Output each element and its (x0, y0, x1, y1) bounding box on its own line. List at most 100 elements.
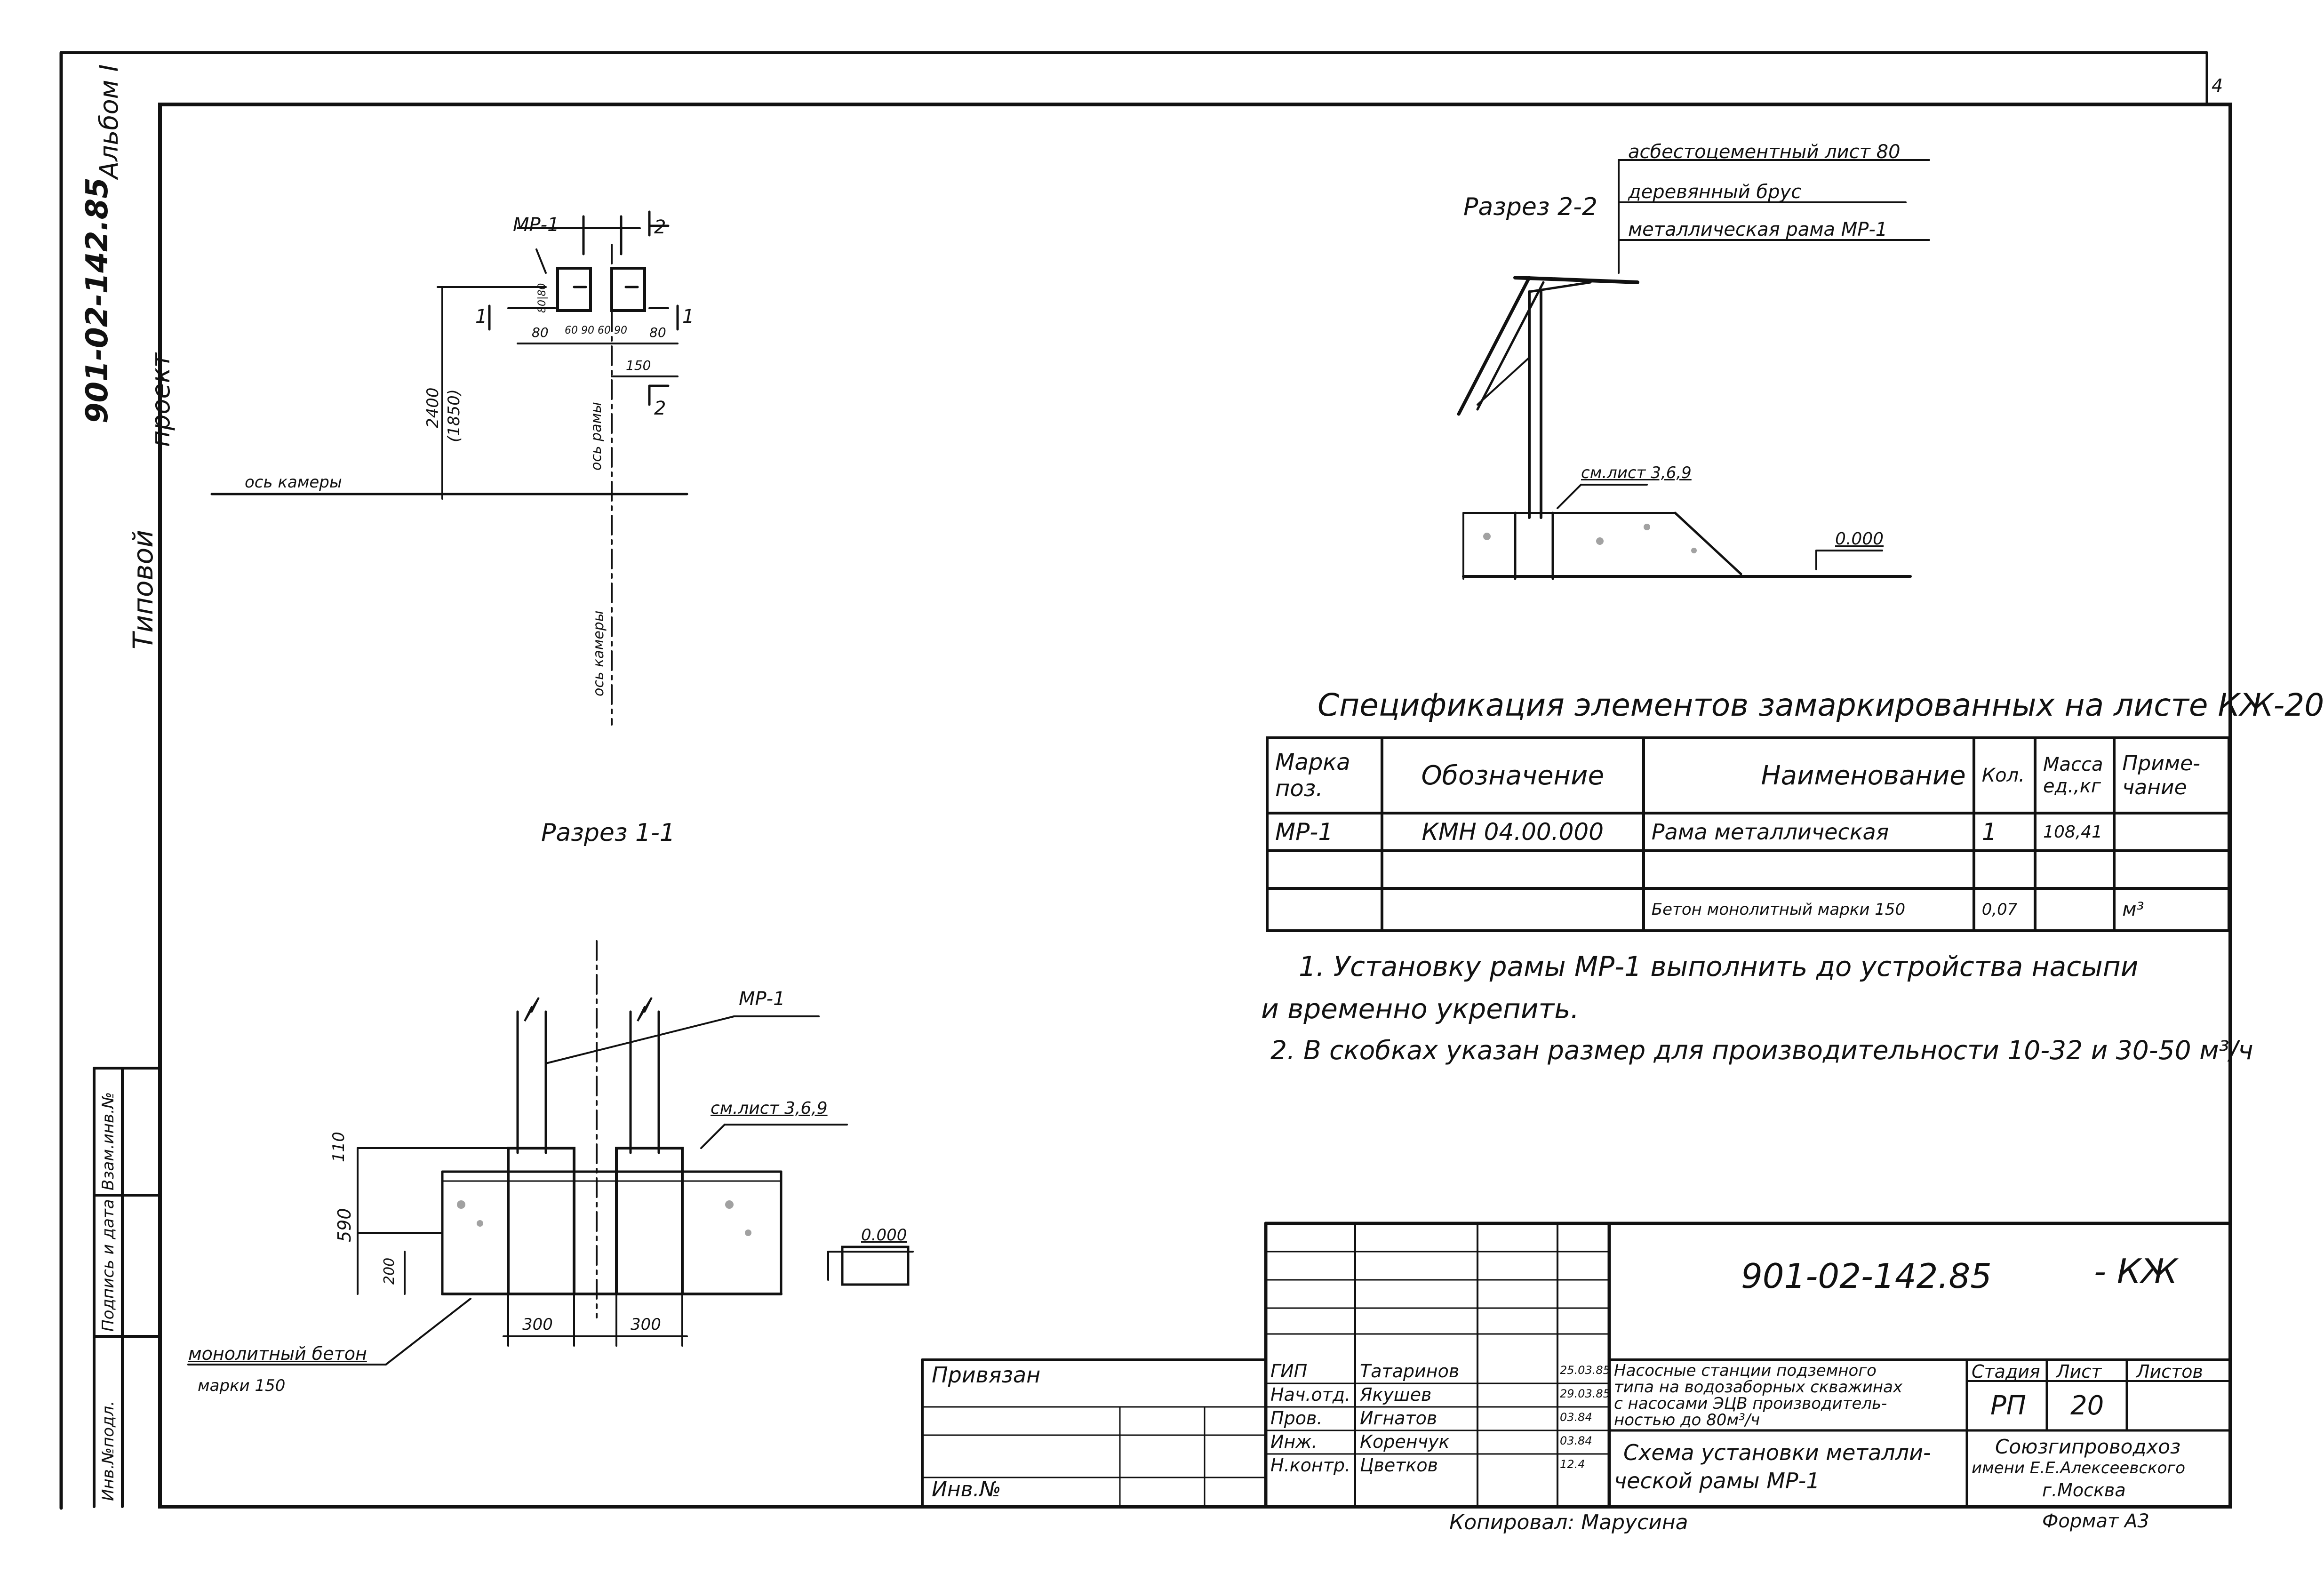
spec-row: МР-1 КМН 04.00.000 Рама металлическая 1 … (1266, 812, 2230, 852)
section-1-1-mark: МР-1 (739, 988, 785, 1010)
person-role: Н.контр. (1270, 1455, 1351, 1476)
spec-title: Спецификация элементов замаркированных н… (1318, 687, 2324, 723)
spec-table: Марка поз. Обозначение Наименование Кол.… (1266, 736, 2230, 932)
spec-cell: Бетон монолитный марки 150 (1642, 887, 1975, 932)
spec-cell: 0,07 (1972, 887, 2037, 932)
spec-cell: КМН 04.00.000 (1380, 812, 1645, 852)
format-label: Формат А3 (2042, 1510, 2149, 1532)
person-date: 12.4 (1560, 1458, 1585, 1471)
person-role: Нач.отд. (1270, 1384, 1351, 1405)
bound-label: Привязан (932, 1362, 1041, 1388)
side-stamp-project: проект (146, 353, 176, 447)
spec-cell (1380, 887, 1645, 932)
plan-dim-80-left: 80 (532, 325, 549, 340)
section-2-2-level: 0.000 (1835, 529, 1884, 549)
project-title-line: Насосные станции подземного (1614, 1361, 1877, 1380)
org-line-2: имени Е.Е.Алексеевского (1972, 1459, 2186, 1477)
section-1-1-level: 0.000 (861, 1226, 907, 1245)
inv-label: Инв.№ (932, 1477, 1001, 1501)
plan-dim-150: 150 (626, 358, 651, 373)
plan-section-1-right: 1 (682, 306, 695, 327)
section-1-1-dim-300-right: 300 (631, 1315, 661, 1334)
plan-mark: МР-1 (513, 214, 559, 236)
spec-cell (1266, 887, 1383, 932)
person-name: Игнатов (1360, 1408, 1438, 1429)
spec-cell: Рама металлическая (1642, 812, 1975, 852)
project-title-line: типа на водозаборных скважинах (1614, 1378, 1903, 1397)
sheet-value: 20 (2070, 1390, 2104, 1421)
plan-section-1-left: 1 (475, 306, 487, 327)
person-date: 25.03.85 (1560, 1364, 1610, 1377)
plan-section-2-top: 2 (654, 216, 666, 238)
spec-cell (1380, 849, 1645, 890)
spec-cell (2113, 812, 2230, 852)
section-1-1-dim-200: 200 (381, 1257, 398, 1285)
person-name: Коренчук (1360, 1431, 1450, 1452)
stage-header: Стадия (1972, 1361, 2040, 1382)
title-block-sheet-mark: - КЖ (2094, 1252, 2178, 1291)
person-name: Якушев (1360, 1384, 1432, 1405)
plan-dim-80-right: 80 (649, 325, 666, 340)
section-1-1-dim-590: 590 (334, 1208, 355, 1242)
org-line-3: г.Москва (2042, 1480, 2126, 1501)
spec-cell (1972, 849, 2037, 890)
note-2: 2. В скобках указан размер для производи… (1270, 1035, 2253, 1065)
person-date: 03.84 (1560, 1434, 1592, 1447)
plan-dim-1850: (1850) (445, 389, 463, 442)
spec-header-cell: Марка поз. (1266, 736, 1383, 814)
spec-header-row: Марка поз. Обозначение Наименование Кол.… (1266, 736, 2230, 814)
section-2-2-callout-1: асбестоцементный лист 80 (1628, 141, 1901, 163)
project-title-line: с насосами ЭЦВ производитель- (1614, 1394, 1887, 1413)
plan-axis-chamber-vertical: ось камеры (591, 610, 607, 696)
spec-row (1266, 849, 2230, 890)
spec-header-cell: Приме-чание (2113, 736, 2230, 814)
spec-header-cell: Обозначение (1380, 736, 1645, 814)
section-2-2-callout-2: деревянный брус (1628, 181, 1802, 203)
sheet-header: Лист (2056, 1361, 2102, 1382)
side-stamp-album: Альбом I (94, 64, 124, 179)
project-title-line: ностью до 80м³/ч (1614, 1411, 1760, 1429)
spec-cell: 108,41 (2034, 812, 2116, 852)
spec-cell (1642, 849, 1975, 890)
title-block-code: 901-02-142.85 (1741, 1256, 1992, 1296)
section-1-1-title: Разрез 1-1 (541, 819, 675, 847)
section-2-2-ref: см.лист 3,6,9 (1581, 463, 1692, 482)
plan-dim-2400: 2400 (423, 387, 442, 428)
note-1-cont: и временно укрепить. (1261, 993, 1579, 1025)
stage-value: РП (1990, 1390, 2026, 1421)
spec-row: Бетон монолитный марки 150 0,07 м³ (1266, 887, 2230, 932)
spec-cell (2034, 849, 2116, 890)
page-corner-number: 4 (2212, 75, 2223, 96)
spec-cell (2113, 849, 2230, 890)
spec-cell (1266, 849, 1383, 890)
spec-header-cell: Кол. (1972, 736, 2037, 814)
section-2-2-callout-3: металлическая рама МР-1 (1628, 219, 1888, 240)
org-line-1: Союзгипроводхоз (1995, 1435, 2181, 1458)
side-stamp-code: 901-02-142.85 (80, 177, 115, 423)
spec-cell: 1 (1972, 812, 2037, 852)
section-2-2-title: Разрез 2-2 (1463, 193, 1597, 221)
section-1-1-concrete-label-2: марки 150 (198, 1376, 286, 1395)
person-name: Цветков (1360, 1455, 1438, 1476)
section-1-1-ref: см.лист 3,6,9 (711, 1099, 828, 1118)
drawing-title-2: ческой рамы МР-1 (1614, 1468, 1820, 1493)
plan-dim-small: 60 90 60 90 (565, 325, 627, 336)
plan-axis-frame: ось рамы (588, 402, 605, 471)
person-name: Татаринов (1360, 1361, 1460, 1381)
side-stamp-typical: Типовой (127, 530, 159, 649)
spec-header-cell: Наименование (1642, 736, 1975, 814)
side-col-sign: Подпись и дата (99, 1199, 118, 1332)
plan-section-2-bottom: 2 (654, 398, 666, 419)
person-date: 03.84 (1560, 1411, 1592, 1424)
person-role: Инж. (1270, 1431, 1318, 1452)
section-1-1-dim-110: 110 (329, 1132, 348, 1162)
person-role: Пров. (1270, 1408, 1323, 1429)
note-1: 1. Установку рамы МР-1 выполнить до устр… (1299, 950, 2139, 982)
person-date: 29.03.85 (1560, 1387, 1610, 1400)
side-col-replace: Взам.инв.№ (99, 1092, 118, 1190)
person-role: ГИП (1270, 1361, 1308, 1381)
sheets-header: Листов (2136, 1361, 2203, 1382)
spec-cell: МР-1 (1266, 812, 1383, 852)
spec-cell: м³ (2113, 887, 2230, 932)
